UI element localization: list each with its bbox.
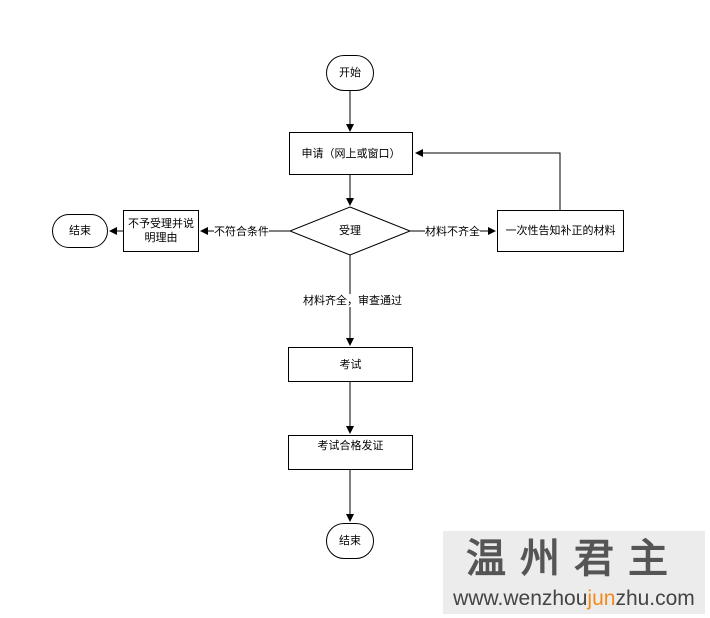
watermark-url-highlight: jun: [587, 587, 616, 610]
apply-node: 申请（网上或窗口）: [289, 132, 413, 175]
end-node: 结束: [326, 523, 374, 559]
edge-notify-apply: [415, 149, 561, 210]
certify-node: 考试合格发证: [288, 435, 413, 470]
accept-label: 受理: [339, 224, 361, 237]
start-node: 开始: [326, 55, 374, 91]
watermark-url: www.wenzhoujunzhu.com: [443, 587, 705, 611]
watermark-title: 温州君主: [466, 535, 682, 582]
notify-node: 一次性告知补正的材料: [497, 210, 624, 252]
end-left-node: 结束: [52, 214, 108, 248]
watermark-url-suffix: zhu.com: [615, 587, 695, 610]
watermark-url-prefix: www.wenzhou: [453, 587, 588, 610]
reject-node: 不予受理并说明理由: [123, 210, 199, 252]
watermark: 温州君主 www.wenzhoujunzhu.com: [443, 531, 705, 614]
edge-label-approved: 材料齐全，审查通过: [303, 294, 402, 307]
edge-label-not-qualified: 不符合条件: [214, 225, 269, 238]
exam-node: 考试: [288, 347, 413, 382]
edge-label-incomplete: 材料不齐全: [425, 225, 480, 238]
